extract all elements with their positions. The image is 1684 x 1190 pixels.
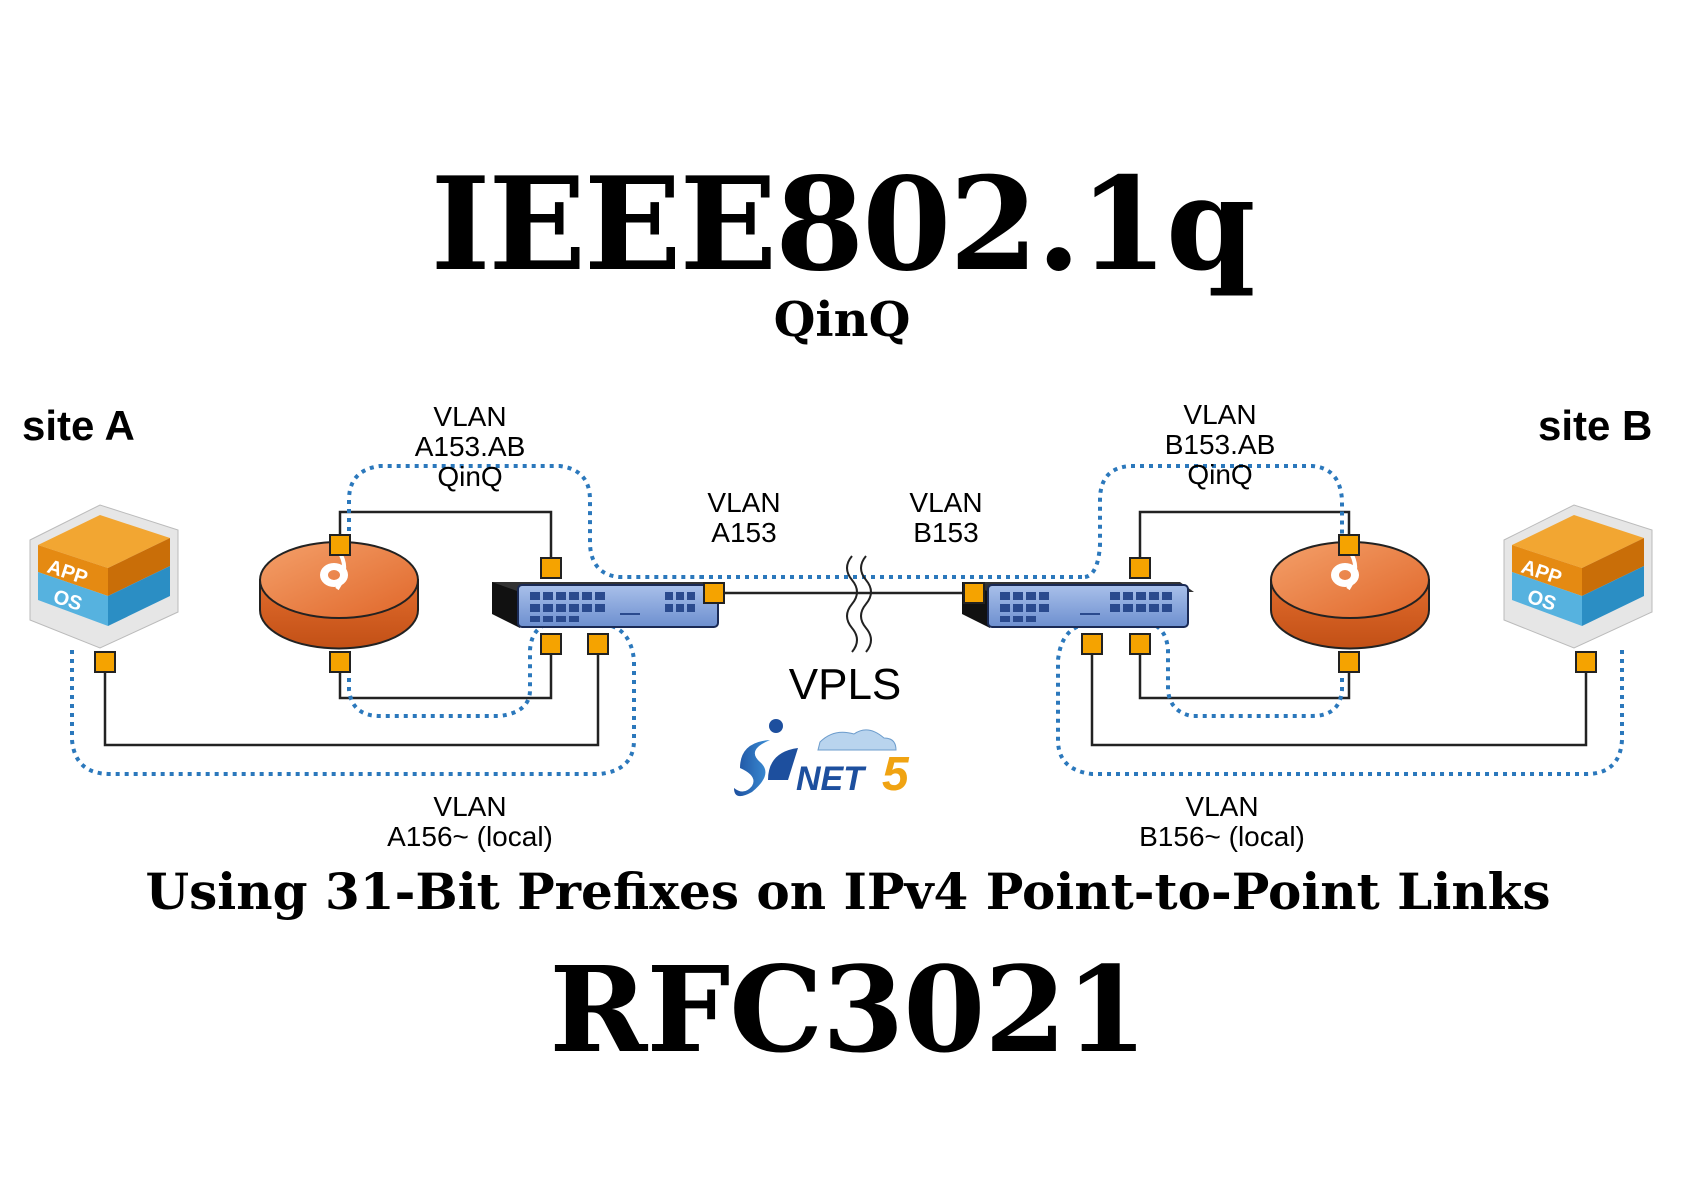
rfc-number: RFC3021 [549,940,1147,1079]
wan-a-line1: VLAN [707,487,781,518]
local-b-label: VLAN B156~ (local) [1139,792,1305,852]
vpls-label: VPLS [788,660,902,709]
svg-text:5: 5 [882,748,910,801]
sinet5-logo-icon: NET 5 [734,719,910,801]
router-left [259,541,419,650]
switch-right [962,582,1194,628]
router-logo-icon [1331,554,1359,591]
qinq-b-line1: VLAN [1183,399,1257,430]
local-a-line1: VLAN [433,791,507,822]
router-logo-icon [320,554,348,591]
svg-text:NET: NET [796,760,867,798]
ports [94,534,1597,673]
wan-b-line1: VLAN [909,487,983,518]
site-a-label: site A [22,402,135,449]
qinq-a-line2: A153.AB [414,431,526,462]
switch-left [492,582,724,628]
qinq-b-line3: QinQ [1187,459,1253,490]
qinq-a-line1: VLAN [433,401,507,432]
site-b-label: site B [1538,402,1653,449]
vlan-paths [70,464,1624,776]
vm-right-icon: APP OS [1503,504,1653,649]
qinq-a-label: VLAN A153.AB QinQ [415,402,526,492]
diagram-title: IEEE802.1q [430,150,1256,300]
wan-a-line2: A153 [711,517,777,548]
links [103,510,1588,747]
wan-a-label: VLAN A153 [707,488,780,548]
wan-b-label: VLAN B153 [909,488,982,548]
vm-left-icon: APP OS [29,504,179,649]
qinq-a-line3: QinQ [437,461,503,492]
rfc-description: Using 31-Bit Prefixes on IPv4 Point-to-P… [145,862,1551,921]
router-right [1270,541,1430,650]
qinq-b-line2: B153.AB [1164,429,1276,460]
wan-break [846,555,872,653]
wan-b-line2: B153 [913,517,979,548]
local-a-line2: A156~ (local) [387,821,553,852]
local-b-line1: VLAN [1185,791,1259,822]
qinq-b-label: VLAN B153.AB QinQ [1165,400,1276,490]
local-a-label: VLAN A156~ (local) [387,792,553,852]
local-b-line2: B156~ (local) [1139,821,1305,852]
diagram-subtitle: QinQ [773,292,911,348]
